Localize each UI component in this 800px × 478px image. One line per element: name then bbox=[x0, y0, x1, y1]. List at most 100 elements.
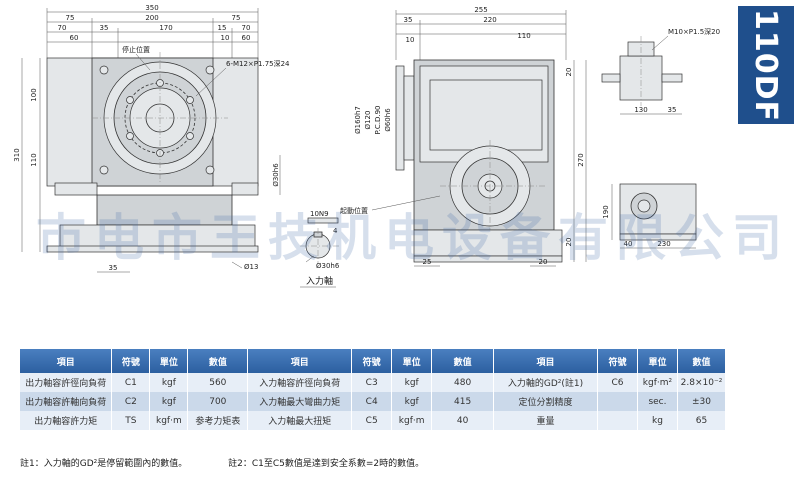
pcd-90: P.C.D.90 bbox=[374, 106, 382, 135]
dim-130: 130 bbox=[634, 106, 647, 114]
dim-220: 220 bbox=[483, 16, 496, 24]
table-cell: 2.8×10⁻² bbox=[677, 373, 727, 392]
table-cell bbox=[597, 411, 638, 430]
col-header-value-2: 數值 bbox=[431, 349, 495, 373]
table-cell: C4 bbox=[351, 392, 393, 411]
table-cell: 40 bbox=[431, 411, 495, 430]
dim-60-left: 60 bbox=[70, 34, 79, 42]
stop-position-label: 停止位置 bbox=[122, 45, 150, 54]
table-cell: kgf·m bbox=[149, 411, 189, 430]
footnote-1: 註1：入力軸的GD²是停留範圍內的數值。 bbox=[20, 459, 188, 469]
table-cell: 出力軸容許徑向負荷 bbox=[20, 373, 113, 392]
dim-60-right: 60 bbox=[242, 34, 251, 42]
table-cell: TS bbox=[111, 411, 151, 430]
table-cell: 参考力矩表 bbox=[187, 411, 249, 430]
input-shaft-detail: 10N9 4 Ø30h6 入力軸 bbox=[300, 210, 340, 288]
table-cell: C6 bbox=[597, 373, 638, 392]
col-header-symbol-1: 符號 bbox=[111, 349, 151, 373]
dim-35-small: 35 bbox=[668, 106, 677, 114]
dim-35-bottom: 35 bbox=[109, 264, 118, 272]
col-header-symbol-2: 符號 bbox=[351, 349, 393, 373]
col-header-item-2: 項目 bbox=[247, 349, 353, 373]
dim-200: 200 bbox=[145, 14, 158, 22]
dim-15: 15 bbox=[218, 24, 227, 32]
dia-160: Ø160h7 bbox=[354, 106, 362, 134]
shaft-dia-label: Ø30h6 bbox=[272, 163, 280, 187]
small-bottom-view: 190 40 230 bbox=[602, 183, 697, 249]
col-header-item-1: 項目 bbox=[20, 349, 113, 373]
spec-table: 項目 符號 單位 數值 項目 符號 單位 數值 項目 符號 單位 數值 出力軸容… bbox=[20, 349, 727, 430]
table-cell: 重量 bbox=[493, 411, 598, 430]
table-cell: 入力軸最大彎曲力矩 bbox=[247, 392, 353, 411]
table-cell: 415 bbox=[431, 392, 495, 411]
table-cell: C2 bbox=[111, 392, 151, 411]
table-cell: 入力軸的GD²(註1) bbox=[493, 373, 598, 392]
bolt-holes bbox=[126, 79, 194, 157]
dim-70-left: 70 bbox=[58, 24, 67, 32]
dim-40: 40 bbox=[624, 240, 633, 248]
dim-70-right: 70 bbox=[242, 24, 251, 32]
col-header-value-3: 數值 bbox=[677, 349, 727, 373]
table-cell: kgf bbox=[391, 392, 433, 411]
table-cell: 定位分割精度 bbox=[493, 392, 598, 411]
dim-20-bottom: 20 bbox=[565, 238, 573, 247]
dim-110-side: 110 bbox=[517, 32, 530, 40]
dim-110: 110 bbox=[30, 153, 38, 166]
dim-75-right: 75 bbox=[232, 14, 241, 22]
table-cell: 入力軸容許徑向負荷 bbox=[247, 373, 353, 392]
table-cell: kgf bbox=[149, 392, 189, 411]
dim-190: 190 bbox=[602, 205, 610, 218]
technical-drawing: .ln { stroke:#333; stroke-width:0.8; fil… bbox=[13, 4, 720, 288]
table-cell: ±30 bbox=[677, 392, 727, 411]
key-width-label: 10N9 bbox=[310, 210, 329, 218]
table-cell bbox=[597, 392, 638, 411]
model-badge: 110DF bbox=[738, 6, 794, 124]
footnote-2: 註2：C1至C5數值是達到安全系數=2時的數值。 bbox=[228, 459, 425, 469]
table-header-row: 項目 符號 單位 數值 項目 符號 單位 數值 項目 符號 單位 數值 bbox=[20, 349, 727, 373]
col-header-item-3: 項目 bbox=[493, 349, 598, 373]
dim-255: 255 bbox=[474, 6, 487, 14]
side-view: 255 35 220 10 110 Ø160h7 Ø120 P.C.D.90 Ø… bbox=[340, 6, 587, 267]
table-cell: 入力軸最大扭矩 bbox=[247, 411, 353, 430]
table-row: 出力軸容許徑向負荷 C1 kgf 560 入力軸容許徑向負荷 C3 kgf 48… bbox=[20, 373, 727, 392]
col-header-unit-2: 單位 bbox=[391, 349, 433, 373]
table-cell: 560 bbox=[187, 373, 249, 392]
col-header-symbol-3: 符號 bbox=[597, 349, 638, 373]
front-view: 350 75 200 75 70 35 170 15 70 60 10 60 bbox=[13, 4, 290, 273]
dim-25-bottom: 25 bbox=[423, 258, 432, 266]
key-depth-label: 4 bbox=[333, 227, 338, 235]
dim-75-left: 75 bbox=[66, 14, 75, 22]
dim-35-side: 35 bbox=[404, 16, 413, 24]
small-top-view: M10×P1.5深20 130 35 bbox=[601, 27, 720, 115]
table-cell: 480 bbox=[431, 373, 495, 392]
dim-170: 170 bbox=[159, 24, 172, 32]
table-cell: kgf bbox=[391, 373, 433, 392]
table-cell: 出力軸容許軸向負荷 bbox=[20, 392, 113, 411]
hole-dia-label: Ø13 bbox=[244, 263, 258, 271]
dim-100: 100 bbox=[30, 88, 38, 101]
col-header-unit-3: 單位 bbox=[637, 349, 678, 373]
dim-35: 35 bbox=[100, 24, 109, 32]
table-cell: 700 bbox=[187, 392, 249, 411]
table-cell: C3 bbox=[351, 373, 393, 392]
table-row: 出力軸容許力矩 TS kgf·m 参考力矩表 入力軸最大扭矩 C5 kgf·m … bbox=[20, 411, 727, 430]
table-cell: C5 bbox=[351, 411, 393, 430]
dim-230: 230 bbox=[657, 240, 670, 248]
col-header-value-1: 數值 bbox=[187, 349, 249, 373]
dim-270: 270 bbox=[577, 153, 585, 166]
col-header-unit-1: 單位 bbox=[149, 349, 189, 373]
dim-10-side: 10 bbox=[406, 36, 415, 44]
footnotes: 註1：入力軸的GD²是停留範圍內的數值。 註2：C1至C5數值是達到安全系數=2… bbox=[20, 456, 462, 469]
dim-350: 350 bbox=[145, 4, 158, 12]
model-label: 110DF bbox=[748, 8, 784, 122]
top-thread-label: M10×P1.5深20 bbox=[668, 27, 720, 36]
table-cell: kg bbox=[637, 411, 678, 430]
table-row: 出力軸容許軸向負荷 C2 kgf 700 入力軸最大彎曲力矩 C4 kgf 41… bbox=[20, 392, 727, 411]
dim-20-top: 20 bbox=[565, 68, 573, 77]
table-cell: sec. bbox=[637, 392, 678, 411]
input-shaft-dia-label: Ø30h6 bbox=[316, 262, 340, 270]
table-cell: 出力軸容許力矩 bbox=[20, 411, 113, 430]
input-shaft-label: 入力軸 bbox=[306, 275, 333, 287]
dim-20-bottom-side: 20 bbox=[539, 258, 548, 266]
table-cell: kgf·m² bbox=[637, 373, 678, 392]
